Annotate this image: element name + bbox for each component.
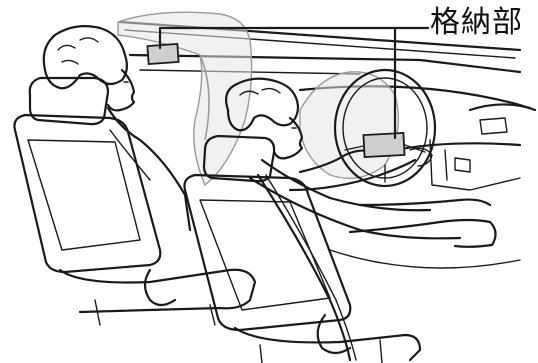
driver-airbag-compartment — [363, 133, 404, 157]
callout-label-storage: 格納部 — [430, 8, 523, 38]
passenger-airbag-compartment — [147, 44, 178, 64]
